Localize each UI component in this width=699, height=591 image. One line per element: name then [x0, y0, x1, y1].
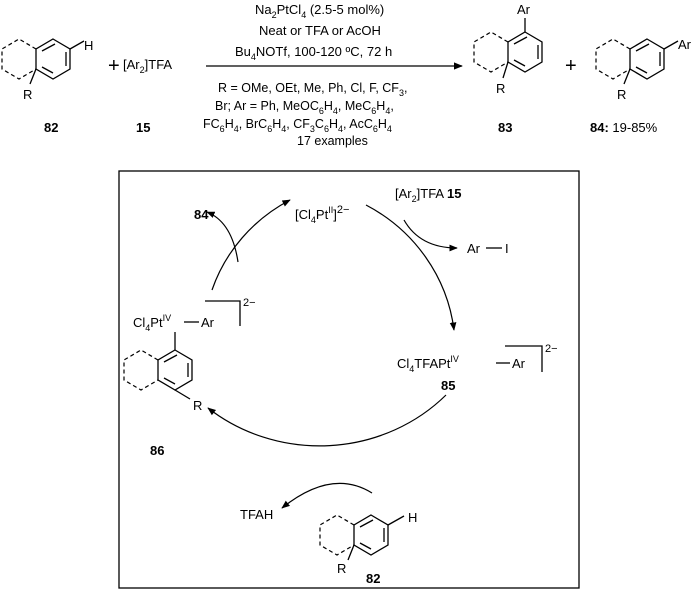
int85-bracket — [505, 345, 543, 372]
product-84-structure — [595, 38, 679, 85]
cycle-arc-bottom — [207, 394, 447, 447]
cycle-arc-left — [211, 199, 291, 291]
arrow-tfah-out — [281, 482, 373, 509]
reactant-82-h: H — [84, 38, 93, 53]
arrow-ar2i-in — [403, 219, 458, 252]
reactant-82-structure — [1, 38, 85, 85]
label-84-yield: 84: 19-85% — [590, 120, 658, 135]
intermediate-86: Cl4PtIV — [133, 313, 171, 333]
conditions-line-3: Bu4NOTf, 100-120 ºC, 72 h — [235, 44, 392, 62]
arrow-84-out — [206, 211, 239, 263]
byproduct-ar: Ar — [467, 241, 481, 256]
label-15: 15 — [136, 120, 150, 135]
label-85: 85 — [441, 378, 455, 393]
intermediate-85-charge: 2− — [545, 343, 558, 355]
label-86: 86 — [150, 443, 164, 458]
label-82: 82 — [44, 120, 58, 135]
int86-bracket — [205, 300, 241, 326]
reagent-ar2i-tfa: [Ar2]TFA — [123, 57, 172, 75]
product-83-r: R — [496, 81, 505, 96]
conditions-line-2: Neat or TFA or AcOH — [259, 23, 381, 38]
label-83: 83 — [498, 120, 512, 135]
product-83-structure — [473, 18, 543, 79]
product-84-r: R — [617, 87, 626, 102]
label-84-cycle: 84 — [194, 207, 209, 222]
product-84-ar: Ar — [678, 37, 692, 52]
byproduct-i: I — [505, 241, 509, 256]
plus-sign-2: + — [565, 55, 577, 77]
scope-line-2: Br; Ar = Ph, MeOC6H4, MeC6H4, — [215, 99, 394, 116]
intermediate-86-r: R — [193, 398, 202, 413]
product-83-ar: Ar — [517, 2, 531, 17]
scope-line-1: R = OMe, OEt, Me, Ph, Cl, F, CF3, — [218, 81, 407, 98]
conditions-line-1: Na2PtCl4 (2.5-5 mol%) — [255, 2, 384, 20]
intermediate-86-charge: 2− — [243, 297, 256, 309]
scope-line-4: 17 examples — [297, 134, 368, 148]
cycle-arc-top-right — [365, 204, 457, 331]
catalyst-pt-ii: [Cl4PtII]2− — [295, 204, 349, 225]
catalytic-cycle-frame — [118, 170, 580, 589]
cycle-substrate-r: R — [337, 561, 346, 576]
cycle-reagent-ar2i-tfa: [Ar2]TFA 15 — [395, 186, 461, 204]
byproduct-tfah: TFAH — [240, 507, 273, 522]
intermediate-85: Cl4TFAPtIV — [397, 354, 459, 374]
plus-sign-1: + — [108, 55, 120, 77]
intermediate-86-ar: Ar — [201, 315, 215, 330]
cycle-substrate-h: H — [408, 510, 417, 525]
scope-line-3: FC6H4, BrC6H4, CF3C6H4, AcC6H4 — [203, 117, 392, 134]
intermediate-85-ar: Ar — [512, 356, 526, 371]
cycle-substrate-82-structure — [319, 514, 405, 561]
intermediate-86-arene — [123, 332, 193, 400]
label-82-cycle: 82 — [366, 571, 380, 586]
reactant-82-r: R — [23, 87, 32, 102]
